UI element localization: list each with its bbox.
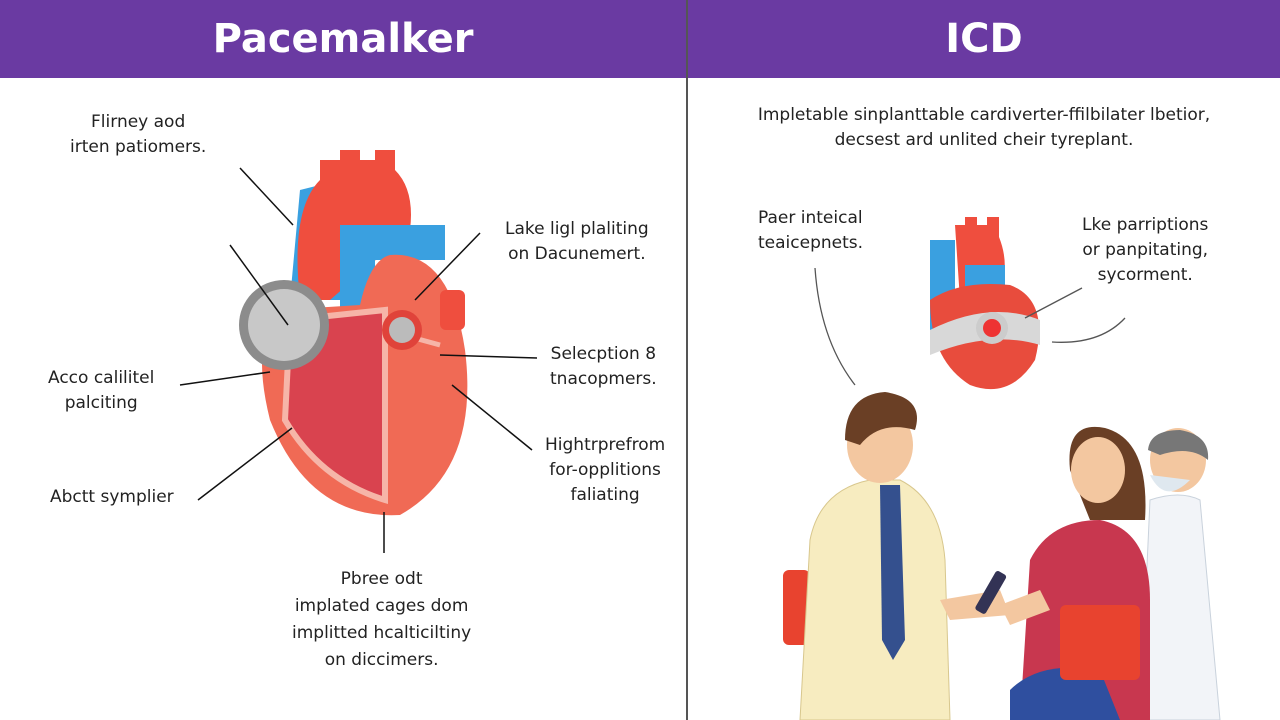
icd-title: ICD bbox=[945, 16, 1023, 62]
pacemaker-heart-illustration bbox=[179, 150, 538, 553]
label-pacemaker-5: Abctt symplier bbox=[50, 487, 174, 507]
doctor-patient-illustration bbox=[783, 392, 1221, 720]
icd-heart-illustration bbox=[814, 217, 1126, 390]
pacemaker-title: Pacemalker bbox=[212, 16, 474, 62]
divider bbox=[686, 0, 688, 720]
icd-header: ICD bbox=[688, 0, 1280, 78]
icd-intro: Impletable sinplanttable cardiverter-ffi… bbox=[757, 105, 1211, 150]
pacemaker-header: Pacemalker bbox=[0, 0, 686, 78]
